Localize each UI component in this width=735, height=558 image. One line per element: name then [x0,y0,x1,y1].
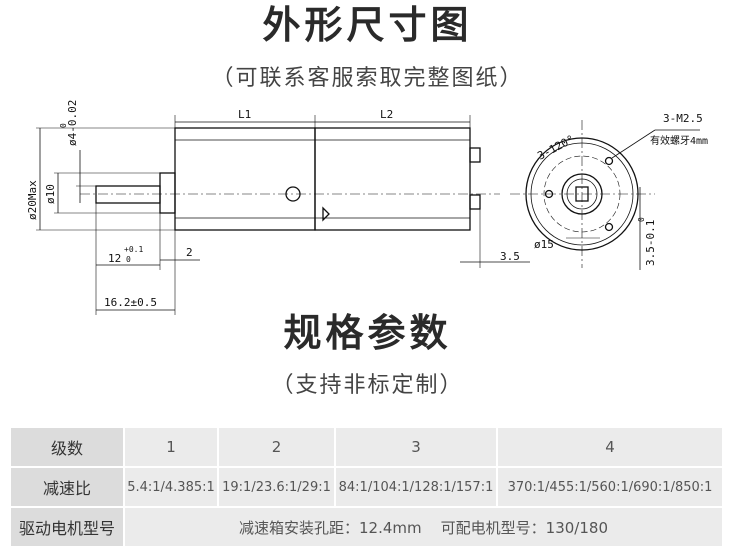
specs-subtitle: （支持非标定制） [271,373,464,398]
dim-shaft-len-tol-lower: 0 [126,255,131,264]
dim-screw: 3-M2.5 [663,112,703,125]
row-label-motor: 驱动电机型号 [11,508,123,546]
dim-pcd: ø15 [534,238,554,251]
dim-terminal-offset: 3.5 [500,250,520,263]
dim-l1: L1 [238,108,251,121]
dim-shaft-len-tol-upper: +0.1 [124,245,143,254]
dim-body-dia: ø20Max [26,180,39,220]
dim-l2: L2 [380,108,393,121]
dim-flat-tol-upper: 0 [637,217,646,222]
table-cell: 5.4:1/4.385:1 [125,468,217,506]
table-cell-merged: 减速箱安装孔距：12.4mm 可配电机型号：130/180 [125,508,722,546]
table-cell: 4 [498,428,722,466]
table-cell: 19:1/23.6:1/29:1 [219,468,334,506]
dimension-drawing: L1 L2 ø20Max ø10 ø4-0.02 0 12 +0.1 0 2 1… [26,100,708,315]
dim-total-shaft: 16.2±0.5 [104,296,157,309]
dim-thread: 有效螺牙4mm [650,134,708,147]
table-row: 级数 1 2 3 4 [11,428,722,466]
dim-boss-dia: ø10 [44,184,57,204]
specs-title: 规格参数 [283,311,452,355]
row-label-stages: 级数 [11,428,123,466]
row-label-ratio: 减速比 [11,468,123,506]
dim-shaft-dia: ø4-0.02 [66,100,79,146]
spec-table: 级数 1 2 3 4 减速比 5.4:1/4.385:1 19:1/23.6:1… [9,426,724,548]
dim-flat: 3.5-0.1 [644,220,657,266]
table-row: 驱动电机型号 减速箱安装孔距：12.4mm 可配电机型号：130/180 [11,508,722,546]
table-cell: 2 [219,428,334,466]
table-cell: 370:1/455:1/560:1/690:1/850:1 [498,468,722,506]
table-cell: 3 [336,428,496,466]
page-title: 外形尺寸图 [262,3,473,47]
table-cell: 1 [125,428,217,466]
table-row: 减速比 5.4:1/4.385:1 19:1/23.6:1/29:1 84:1/… [11,468,722,506]
dim-shaft-dia-tol: 0 [59,123,68,128]
dim-shaft-len: 12 [108,252,121,265]
table-cell: 84:1/104:1/128:1/157:1 [336,468,496,506]
page-subtitle: （可联系客服索取完整图纸） [211,66,524,91]
dim-step: 2 [186,246,193,259]
